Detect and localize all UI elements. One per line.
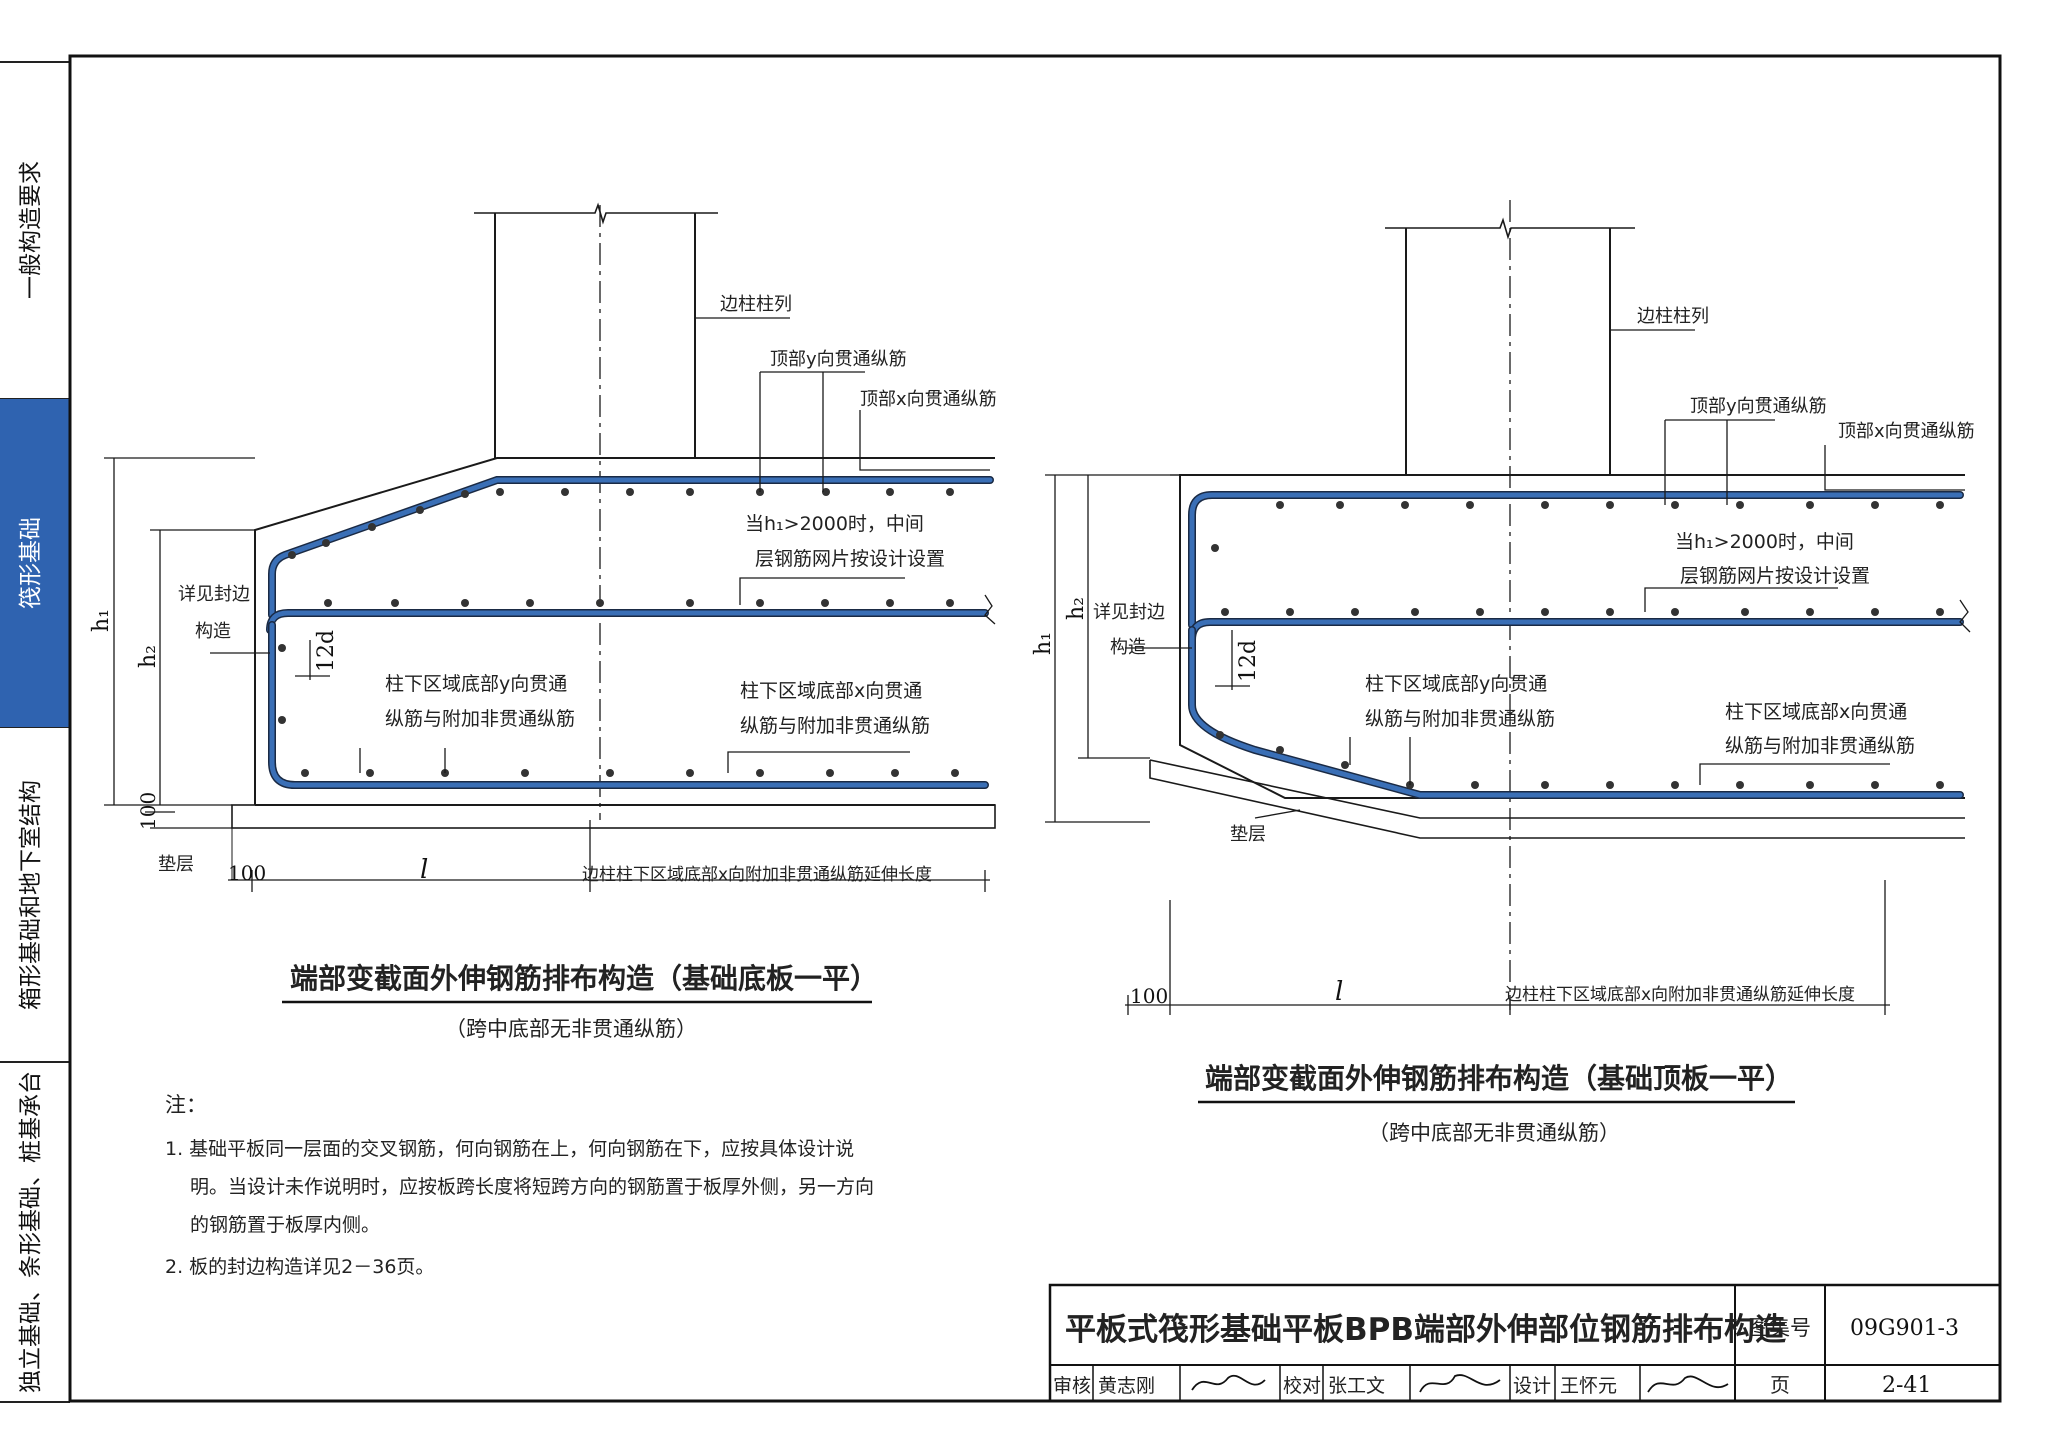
left-12d-label: 12d — [314, 630, 339, 672]
left-labels: 边柱柱列 顶部y向贯通纵筋 顶部x向贯通纵筋 当h₁>2000时，中间 层钢筋网… — [89, 294, 997, 1041]
left-bot-y-2: 纵筋与附加非贯通纵筋 — [385, 708, 575, 730]
review-name: 黄志刚 — [1098, 1375, 1155, 1397]
right-mid-note-1: 当h₁>2000时，中间 — [1675, 531, 1854, 553]
title-block — [1048, 1283, 2002, 1403]
notes: 注： 1. 基础平板同一层面的交叉钢筋，何向钢筋在上，何向钢筋在下，应按具体设计… — [165, 1093, 874, 1278]
review-signature — [1191, 1375, 1266, 1391]
left-top-y-label: 顶部y向贯通纵筋 — [770, 349, 907, 370]
side-tab-box[interactable]: 箱形基础和地下室结构 — [18, 780, 44, 1010]
left-h2-label: h₂ — [136, 645, 161, 668]
sheet-frame — [68, 54, 2002, 1403]
right-bot-x-2: 纵筋与附加非贯通纵筋 — [1725, 735, 1915, 757]
right-top-y-label: 顶部y向贯通纵筋 — [1690, 396, 1827, 417]
right-detail — [1045, 200, 1971, 1015]
left-bot-x-2: 纵筋与附加非贯通纵筋 — [740, 715, 930, 737]
design-label: 设计 — [1513, 1375, 1551, 1397]
right-bot-y-2: 纵筋与附加非贯通纵筋 — [1365, 708, 1555, 730]
right-labels: 边柱柱列 顶部y向贯通纵筋 顶部x向贯通纵筋 当h₁>2000时，中间 层钢筋网… — [1031, 306, 1975, 1145]
right-cushion-label: 垫层 — [1230, 824, 1266, 845]
notes-line-1: 1. 基础平板同一层面的交叉钢筋，何向钢筋在上，何向钢筋在下，应按具体设计说 — [165, 1138, 854, 1160]
left-l-label: l — [420, 855, 428, 885]
left-detail-subtitle: （跨中底部无非贯通纵筋） — [445, 1017, 697, 1041]
side-tab-isolated[interactable]: 独立基础、条形基础、桩基承台 — [18, 1071, 44, 1393]
right-100-horizontal: 100 — [1130, 984, 1168, 1008]
left-100-vertical: 100 — [136, 792, 160, 830]
left-seal-2: 构造 — [195, 621, 231, 642]
design-signature — [1647, 1375, 1729, 1393]
right-seal-2: 构造 — [1110, 637, 1146, 658]
page-label: 页 — [1770, 1373, 1790, 1397]
right-ext-label: 边柱柱下区域底部x向附加非贯通纵筋延伸长度 — [1505, 985, 1855, 1005]
right-detail-title: 端部变截面外伸钢筋排布构造（基础顶板一平） — [1205, 1062, 1793, 1095]
left-mid-note-1: 当h₁>2000时，中间 — [745, 513, 924, 535]
right-top-x-label: 顶部x向贯通纵筋 — [1838, 421, 1975, 442]
notes-line-3: 的钢筋置于板厚内侧。 — [190, 1214, 380, 1236]
left-detail — [104, 202, 996, 892]
right-l-label: l — [1335, 977, 1343, 1007]
left-detail-title: 端部变截面外伸钢筋排布构造（基础底板一平） — [290, 962, 878, 995]
right-bot-x-1: 柱下区域底部x向贯通 — [1725, 701, 1907, 723]
side-tab-general[interactable]: 一般构造要求 — [18, 161, 44, 299]
left-top-x-label: 顶部x向贯通纵筋 — [860, 389, 997, 410]
right-mid-note-2: 层钢筋网片按设计设置 — [1680, 565, 1870, 587]
left-rebar-dots — [278, 488, 959, 777]
notes-line-2: 明。当设计未作说明时，应按板跨长度将短跨方向的钢筋置于板厚外侧，另一方向 — [190, 1176, 874, 1198]
review-label: 审核 — [1053, 1375, 1091, 1397]
check-label: 校对 — [1283, 1375, 1321, 1397]
side-tab-active-bg — [0, 399, 70, 727]
left-h1-label: h₁ — [89, 609, 114, 632]
right-col-label: 边柱柱列 — [1637, 306, 1709, 327]
right-h2-label: h₂ — [1064, 597, 1089, 620]
notes-heading: 注： — [165, 1093, 207, 1117]
atlas-number: 09G901-3 — [1850, 1316, 1959, 1341]
left-100-horizontal: 100 — [228, 861, 266, 885]
left-col-label: 边柱柱列 — [720, 294, 792, 315]
side-tab-raft[interactable]: 筏形基础 — [18, 517, 44, 609]
left-ext-label: 边柱柱下区域底部x向附加非贯通纵筋延伸长度 — [582, 865, 932, 885]
title-block-text: 平板式筏形基础平板BPB端部外伸部位钢筋排布构造 图集号 09G901-3 审核… — [1053, 1312, 1959, 1398]
left-seal-1: 详见封边 — [178, 584, 250, 605]
side-tab-strip: 一般构造要求 筏形基础 箱形基础和地下室结构 独立基础、条形基础、桩基承台 — [0, 61, 70, 1403]
left-cushion-label: 垫层 — [158, 854, 194, 875]
check-signature — [1419, 1374, 1501, 1393]
right-detail-subtitle: （跨中底部无非贯通纵筋） — [1368, 1121, 1620, 1145]
check-name: 张工文 — [1328, 1375, 1385, 1397]
title-block-title: 平板式筏形基础平板BPB端部外伸部位钢筋排布构造 — [1065, 1312, 1786, 1348]
left-bot-y-1: 柱下区域底部y向贯通 — [385, 673, 567, 695]
left-bot-x-1: 柱下区域底部x向贯通 — [740, 680, 922, 702]
right-rebar-dots — [1211, 501, 1944, 789]
page-number: 2-41 — [1882, 1373, 1931, 1398]
design-name: 王怀元 — [1560, 1375, 1617, 1397]
notes-line-4: 2. 板的封边构造详见2－36页。 — [165, 1256, 434, 1278]
right-12d-label: 12d — [1236, 640, 1261, 682]
left-mid-note-2: 层钢筋网片按设计设置 — [755, 548, 945, 570]
atlas-label: 图集号 — [1748, 1316, 1811, 1340]
right-seal-1: 详见封边 — [1093, 602, 1165, 623]
right-bot-y-1: 柱下区域底部y向贯通 — [1365, 673, 1547, 695]
right-h1-label: h₁ — [1031, 632, 1056, 655]
